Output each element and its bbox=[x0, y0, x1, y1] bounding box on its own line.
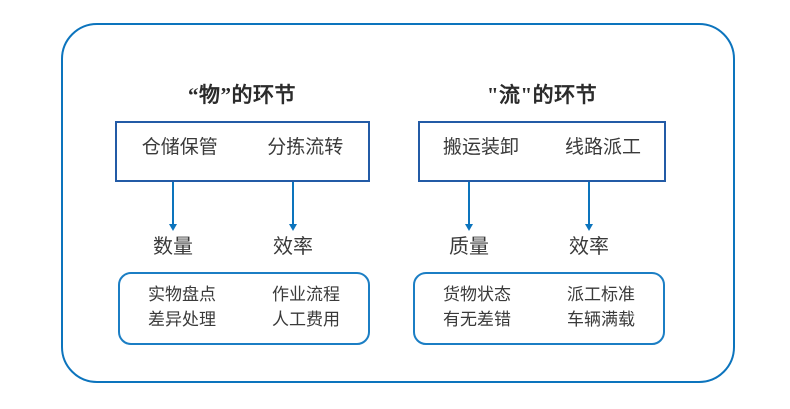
process-box-liu: 搬运装卸 线路派工 bbox=[418, 121, 666, 182]
detail-box-wu: 实物盘点 差异处理 作业流程 人工费用 bbox=[118, 272, 370, 345]
process-item-handling-loading: 搬运装卸 bbox=[442, 137, 519, 158]
arrow-down-wu-1 bbox=[168, 182, 177, 231]
detail-item-variance-handling: 差异处理 bbox=[148, 310, 216, 329]
arrow-down-liu-2 bbox=[584, 182, 593, 231]
process-item-warehousing: 仓储保管 bbox=[141, 137, 218, 158]
branch-wu: “物”的环节 仓储保管 分拣流转 数量 效率 实物盘点 差异处理 作业流程 人工… bbox=[92, 0, 392, 409]
metric-label-efficiency-wu: 效率 bbox=[273, 236, 313, 258]
process-box-wu: 仓储保管 分拣流转 bbox=[115, 121, 370, 182]
branch-liu: "流"的环节 搬运装卸 线路派工 质量 效率 货物状态 有无差错 派工标准 车辆… bbox=[392, 0, 692, 409]
process-box-items-wu: 仓储保管 分拣流转 bbox=[117, 132, 368, 159]
detail-item-labor-cost: 人工费用 bbox=[272, 310, 340, 329]
branch-title-wu: “物”的环节 bbox=[188, 83, 296, 107]
metric-label-quantity: 数量 bbox=[153, 236, 193, 258]
detail-column-quantity: 实物盘点 差异处理 bbox=[148, 282, 216, 332]
arrow-down-wu-2 bbox=[288, 182, 297, 231]
detail-column-efficiency-wu: 作业流程 人工费用 bbox=[272, 282, 340, 332]
metric-label-efficiency-liu: 效率 bbox=[569, 236, 609, 258]
branch-title-liu: "流"的环节 bbox=[486, 83, 598, 107]
detail-columns-liu: 货物状态 有无差错 派工标准 车辆满载 bbox=[415, 282, 663, 332]
detail-column-efficiency-liu: 派工标准 车辆满载 bbox=[567, 282, 635, 332]
detail-item-cargo-status: 货物状态 bbox=[443, 285, 511, 304]
detail-item-error-free: 有无差错 bbox=[443, 310, 511, 329]
detail-item-work-process: 作业流程 bbox=[272, 285, 340, 304]
detail-column-quality: 货物状态 有无差错 bbox=[443, 282, 511, 332]
metric-label-quality: 质量 bbox=[449, 236, 489, 258]
detail-columns-wu: 实物盘点 差异处理 作业流程 人工费用 bbox=[120, 282, 368, 332]
outer-container-frame bbox=[61, 23, 735, 383]
detail-item-dispatch-standard: 派工标准 bbox=[567, 285, 635, 304]
process-item-sorting: 分拣流转 bbox=[267, 137, 344, 158]
arrow-down-liu-1 bbox=[464, 182, 473, 231]
detail-item-vehicle-full-load: 车辆满载 bbox=[567, 310, 635, 329]
detail-box-liu: 货物状态 有无差错 派工标准 车辆满载 bbox=[413, 272, 665, 345]
process-item-route-dispatch: 线路派工 bbox=[564, 137, 641, 158]
process-box-items-liu: 搬运装卸 线路派工 bbox=[420, 132, 664, 159]
detail-item-physical-count: 实物盘点 bbox=[148, 285, 216, 304]
